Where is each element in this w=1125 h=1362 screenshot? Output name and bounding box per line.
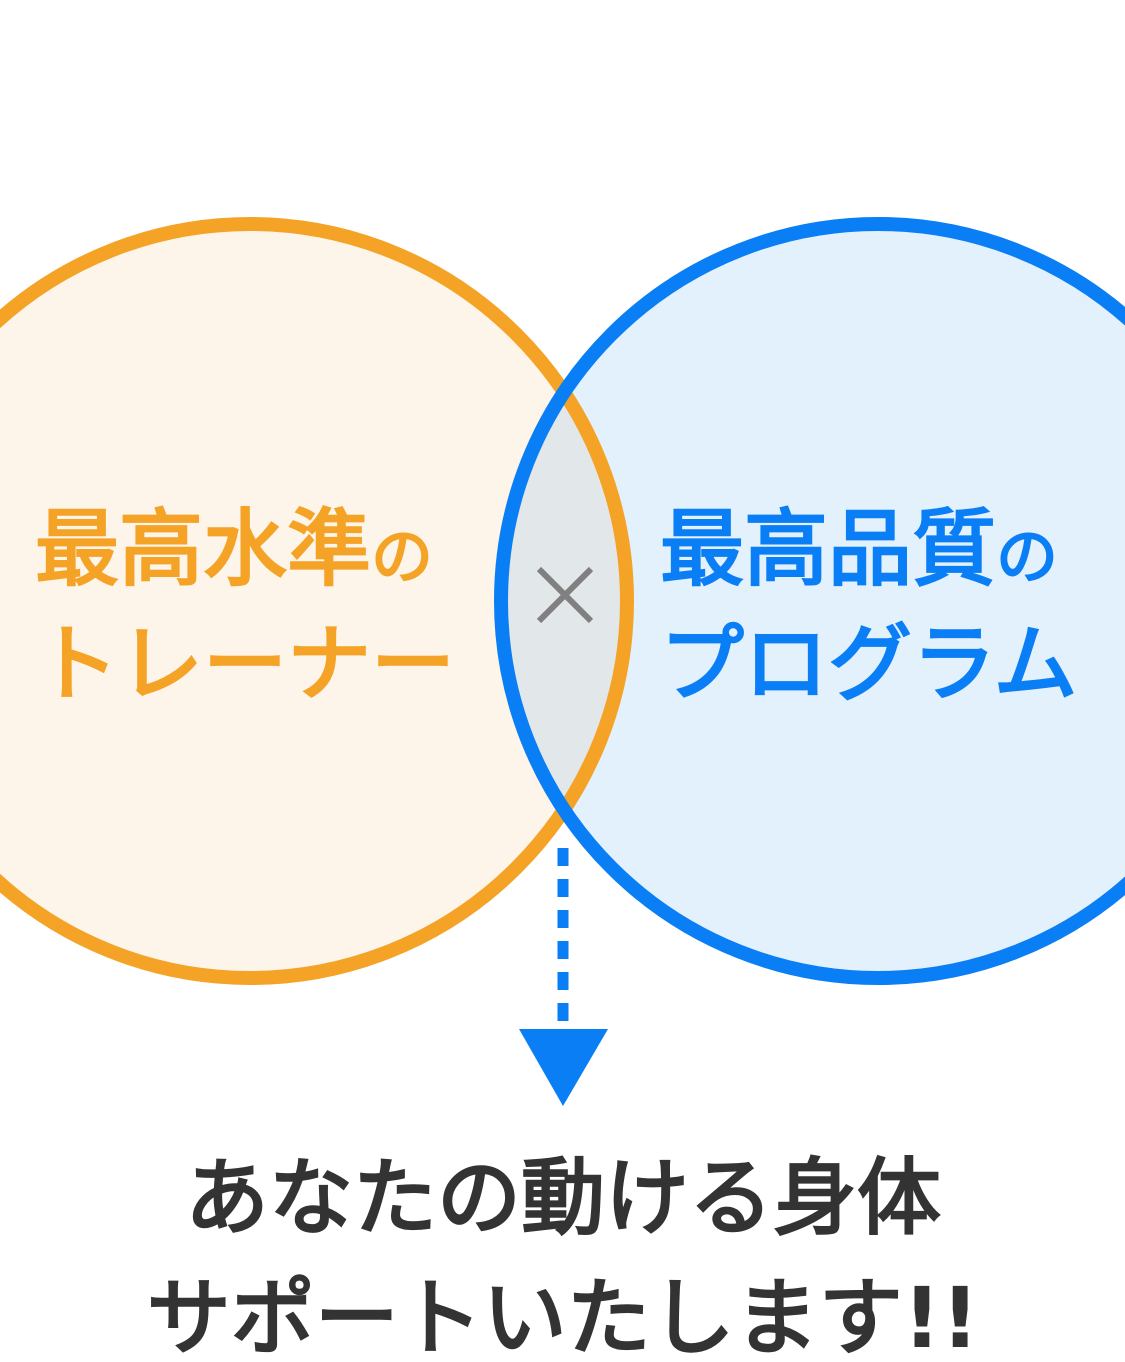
left-circle-outline [0, 217, 634, 985]
right-circle-title-line1: 最高品質の [660, 500, 1058, 598]
left-circle-fill [0, 224, 627, 978]
left-circle-title-line2: トレーナー [35, 615, 455, 713]
result-line2: サポートいたします!! [147, 1269, 980, 1362]
right-circle-title-line2: プログラム [660, 615, 1077, 713]
result-line1: あなたの動ける身体 [185, 1149, 941, 1247]
cross-icon [536, 566, 594, 624]
arrow-down-icon [519, 1029, 608, 1106]
right-circle-fill [501, 224, 1125, 978]
left-circle-title-line1: 最高水準の [35, 500, 433, 598]
right-circle-outline [494, 217, 1125, 985]
